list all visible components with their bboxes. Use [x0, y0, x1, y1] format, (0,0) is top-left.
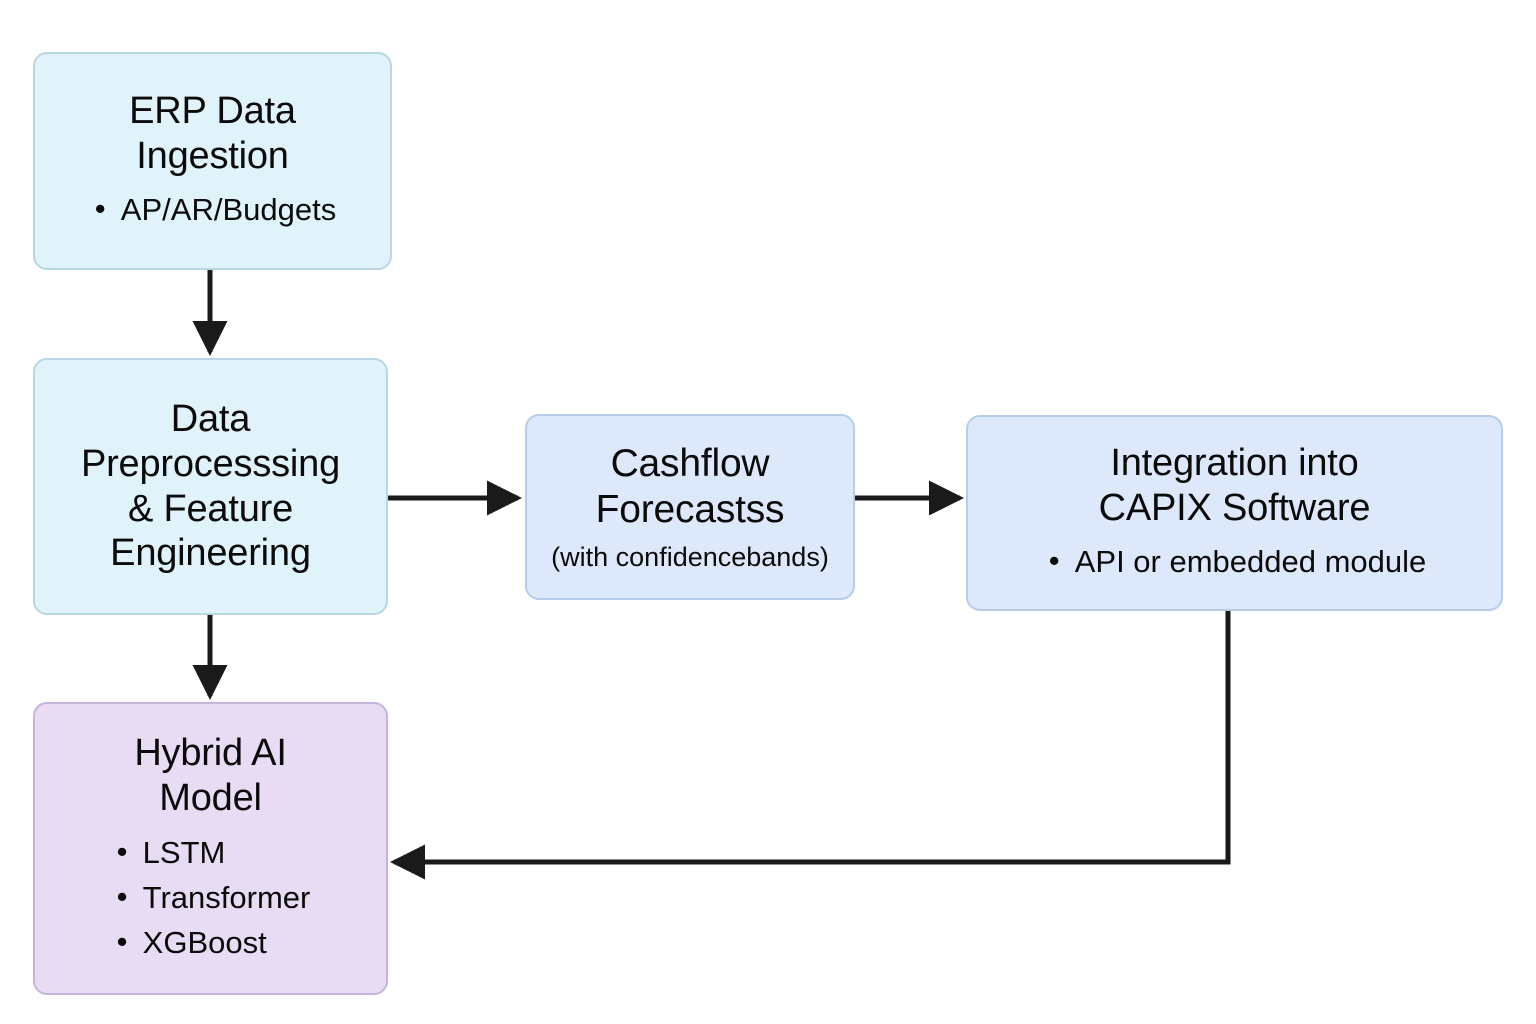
node-title: Integration into CAPIX Software [1098, 441, 1371, 529]
node-title: Cashflow Forecastss [595, 441, 785, 531]
node-hybrid-ai-model[interactable]: Hybrid AI Model LSTM Transformer XGBoost [33, 702, 388, 995]
node-bullet-list: AP/AR/Budgets [89, 187, 336, 233]
bullet-item: LSTM [111, 830, 311, 876]
bullet-item: Transformer [111, 875, 311, 921]
node-title: Hybrid AI Model [134, 732, 287, 820]
edge-integration-to-hybrid [389, 611, 1231, 880]
node-title: Data Preprocesssing & Feature Engineerin… [80, 397, 341, 575]
node-bullet-list: LSTM Transformer XGBoost [111, 830, 311, 966]
bullet-item: XGBoost [111, 920, 311, 966]
node-data-preprocessing[interactable]: Data Preprocesssing & Feature Engineerin… [33, 358, 388, 615]
bullet-item: API or embedded module [1043, 539, 1427, 585]
node-subtitle: (with confidencebands) [551, 541, 829, 572]
bullet-item: AP/AR/Budgets [89, 187, 336, 233]
node-integration-capix[interactable]: Integration into CAPIX Software API or e… [966, 415, 1503, 611]
node-title: ERP Data Ingestion [129, 89, 296, 177]
node-erp-data-ingestion[interactable]: ERP Data Ingestion AP/AR/Budgets [33, 52, 392, 270]
node-cashflow-forecasts[interactable]: Cashflow Forecastss (with confidenceband… [525, 414, 855, 600]
node-bullet-list: API or embedded module [1043, 539, 1427, 585]
